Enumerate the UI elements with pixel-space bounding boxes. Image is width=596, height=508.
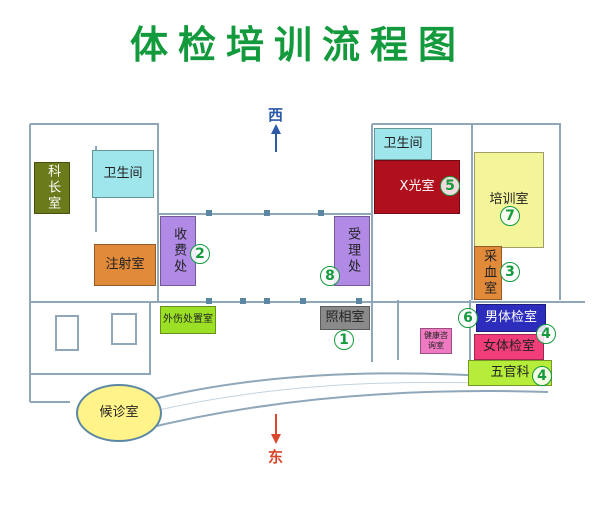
room-nv: 女体检室 — [474, 334, 544, 360]
page-title: 体检培训流程图 — [129, 23, 466, 67]
room-wc-right: 卫生间 — [374, 128, 432, 160]
room-houzhen: 候诊室 — [76, 384, 162, 442]
room-shouli: 受理处 — [334, 216, 370, 286]
step-7-marker: 7 — [500, 206, 520, 226]
room-nan: 男体检室 — [476, 304, 546, 332]
room-jiankang: 健康咨询室 — [420, 328, 452, 354]
room-wc-left: 卫生间 — [92, 150, 154, 198]
step-4b-marker: 4 — [532, 366, 552, 386]
east-arrow-icon — [271, 434, 281, 444]
step-8-marker: 8 — [320, 266, 340, 286]
west-arrow-icon — [271, 124, 281, 134]
step-6-marker: 6 — [458, 308, 478, 328]
step-5-marker: 5 — [440, 176, 460, 196]
room-waishang: 外伤处置室 — [160, 306, 216, 334]
room-peixun: 培训室 — [474, 152, 544, 248]
direction-east: 东 — [268, 448, 284, 466]
room-kezhang: 科长室 — [34, 162, 70, 214]
step-2-marker: 2 — [190, 244, 210, 264]
room-caixue: 采血室 — [474, 246, 502, 300]
room-xguang: X光室 — [374, 160, 460, 214]
direction-west: 西 — [268, 106, 284, 124]
step-4a-marker: 4 — [536, 324, 556, 344]
step-3-marker: 3 — [500, 262, 520, 282]
room-zhushe: 注射室 — [94, 244, 156, 286]
room-zhaoxiang: 照相室 — [320, 306, 370, 330]
step-1-marker: 1 — [334, 330, 354, 350]
